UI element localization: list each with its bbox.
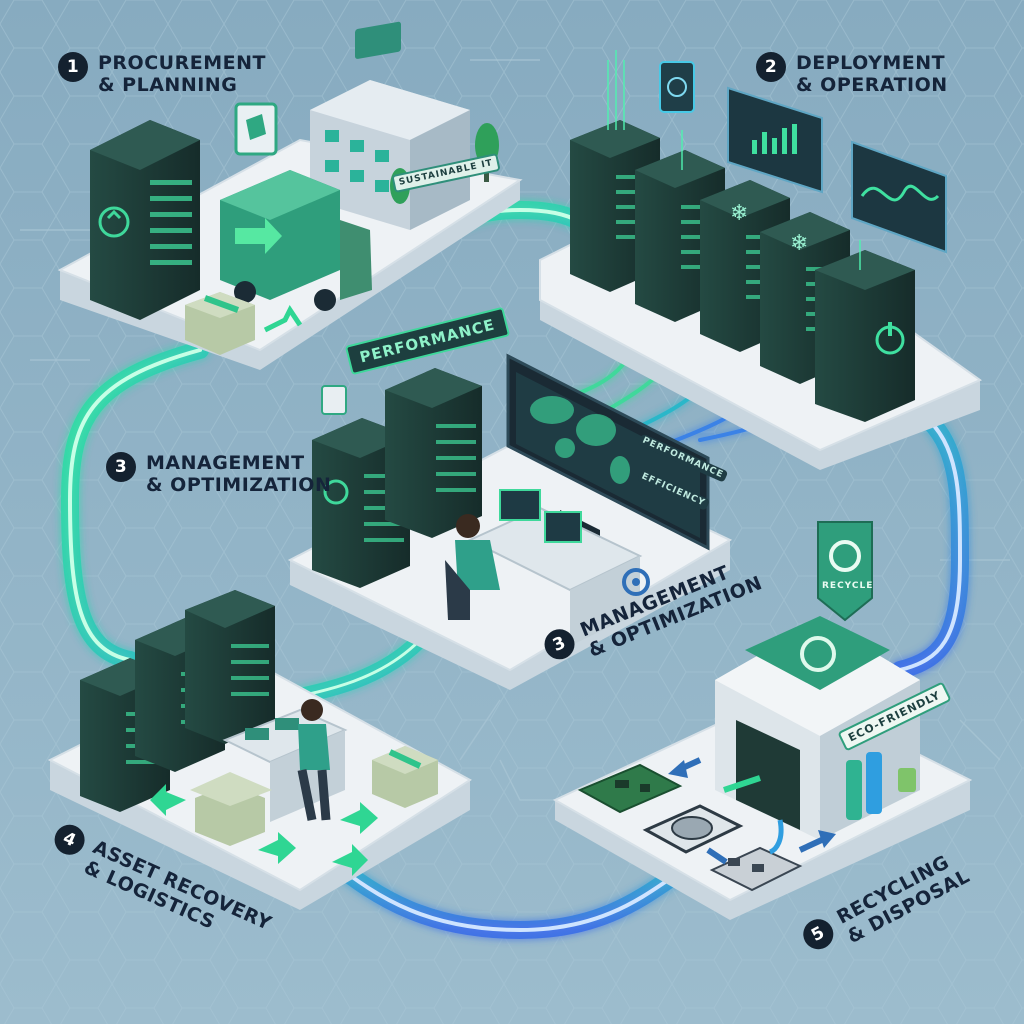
platform-procurement [57,21,523,370]
arrow-icon [150,784,378,876]
truck-icon [220,170,372,311]
platform-deployment: ❄ ❄ [539,50,983,470]
worker [301,699,323,721]
server-rack [90,120,200,320]
arrow-icon [263,305,303,333]
server-rack [185,590,275,744]
stage-subtitle: & OPERATION [796,74,948,96]
stage-subtitle: & PLANNING [98,74,238,96]
box-icon [190,772,272,846]
recycle-icon [98,206,130,238]
arrow-icon [668,757,836,865]
stage-number: 3 [106,452,136,482]
recycle-icon [323,479,349,505]
batteries [846,752,916,820]
gear-icon [622,568,650,596]
hologram-panels [659,61,947,254]
snowflake-icon: ❄ [790,231,808,256]
sorting-table [222,699,348,822]
stage-number: 1 [58,52,88,82]
stage-title: MANAGEMENT [146,452,305,474]
rooftop-recycle-sign [355,21,401,59]
stage-label-management: 3 MANAGEMENT& OPTIMIZATION [106,452,331,496]
stage-label-deployment: 2 DEPLOYMENT& OPERATION [756,52,948,96]
gear-icon [667,77,687,97]
mini-chart-sign [321,385,347,415]
world-map-icon [530,396,630,484]
snowflake-icon: ❄ [730,201,748,226]
worker [456,514,480,538]
stage-label-procurement: 1 PROCUREMENT& PLANNING [58,52,266,96]
server-row [570,120,915,422]
stage-number: 2 [756,52,786,82]
hard-drive-icon [642,804,744,854]
box-icon [372,746,438,808]
stage-title: DEPLOYMENT [796,52,946,74]
stage-title: PROCUREMENT [98,52,266,74]
platform-asset-recovery [47,590,472,910]
circuit-board [577,763,683,814]
recycle-sign-label: RECYCLE [822,581,874,591]
sustainable-it-building [310,21,470,230]
box-icon [185,292,255,355]
recycle-icon [745,616,890,690]
platform-management [287,353,733,690]
workstation [445,489,643,646]
stage-subtitle: & OPTIMIZATION [146,474,332,496]
light-beams [607,50,861,270]
monitor [506,353,710,551]
server-rack [385,368,482,538]
recycle-sign [817,521,873,622]
e-waste-pile [709,846,803,892]
